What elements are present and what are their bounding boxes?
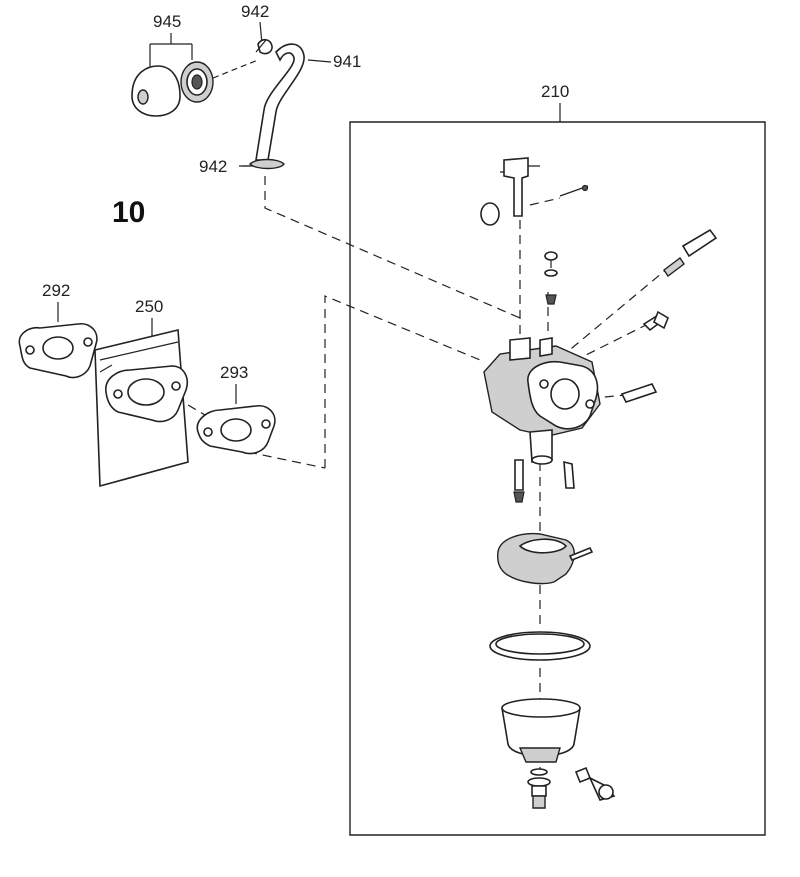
carburetor-assembly-frame <box>349 121 766 836</box>
spacer-plate-250 <box>94 329 189 488</box>
carburetor-210 <box>480 157 718 809</box>
callout-942-top: 942 <box>241 2 269 21</box>
gasket-292 <box>18 322 98 379</box>
callout-250: 250 <box>135 297 163 316</box>
primer-bulb-945 <box>131 59 259 117</box>
alignment-lines <box>94 176 681 772</box>
callout-941: 941 <box>333 52 361 71</box>
figure-number: 10 <box>112 196 145 229</box>
callout-210: 210 <box>541 82 569 101</box>
callout-942-mid: 942 <box>199 157 227 176</box>
callout-293: 293 <box>220 363 248 382</box>
gasket-293 <box>196 404 276 455</box>
fuel-line-941 <box>242 38 305 170</box>
callout-292: 292 <box>42 281 70 300</box>
callout-945: 945 <box>153 12 181 31</box>
